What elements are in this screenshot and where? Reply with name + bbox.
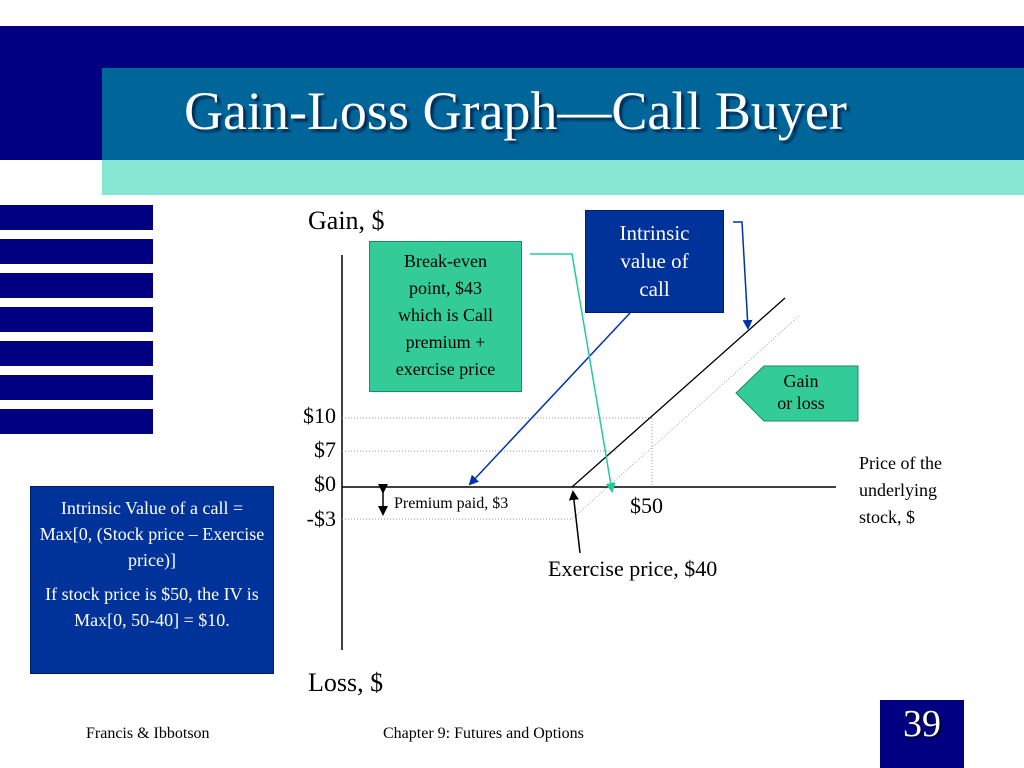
x-tick-50: $50 (630, 493, 663, 518)
gain-axis-label: Gain, $ (308, 206, 385, 235)
decorative-stripe (0, 273, 153, 298)
price-axis-label: Price of the underlying stock, $ (859, 453, 942, 527)
y-tick-7: $7 (314, 437, 336, 462)
page-number-box (880, 700, 964, 768)
loss-axis-label: Loss, $ (308, 668, 384, 697)
intrinsic-value-callout: Intrinsic value of call (585, 210, 724, 313)
title-band (102, 68, 1024, 160)
decorative-stripe (0, 307, 153, 332)
intrinsic-formula-box: Intrinsic Value of a call = Max[0, (Stoc… (30, 486, 274, 674)
y-tick-0: $0 (314, 471, 336, 496)
intrinsic-bracket-arrow (733, 221, 753, 330)
decorative-stripe (0, 375, 153, 400)
exercise-price-arrow (568, 490, 581, 554)
footer-author: Francis & Ibbotson (86, 725, 210, 742)
breakeven-callout: Break-even point, $43 which is Call prem… (369, 241, 522, 392)
y-tick-10: $10 (303, 403, 336, 428)
decorative-stripe (0, 239, 153, 264)
decorative-stripe (0, 341, 153, 366)
gain-or-loss-label: Gain or loss (777, 371, 825, 413)
mint-band (102, 160, 1024, 195)
formula-example: If stock price is $50, the IV is Max[0, … (45, 584, 259, 630)
intrinsic-arrow (468, 312, 631, 486)
decorative-stripe (0, 409, 153, 434)
decorative-stripe (0, 205, 153, 230)
page-number: 39 (903, 703, 941, 745)
y-tick-minus3: -$3 (306, 506, 336, 531)
footer-chapter: Chapter 9: Futures and Options (383, 725, 584, 742)
formula-definition: Intrinsic Value of a call = Max[0, (Stoc… (39, 498, 265, 570)
gain-or-loss-shape (735, 365, 859, 422)
premium-paid-label: Premium paid, $3 (394, 495, 509, 512)
exercise-price-label: Exercise price, $40 (548, 556, 718, 581)
breakeven-arrow (530, 253, 616, 493)
slide-title: Gain-Loss Graph—Call Buyer (184, 81, 847, 141)
